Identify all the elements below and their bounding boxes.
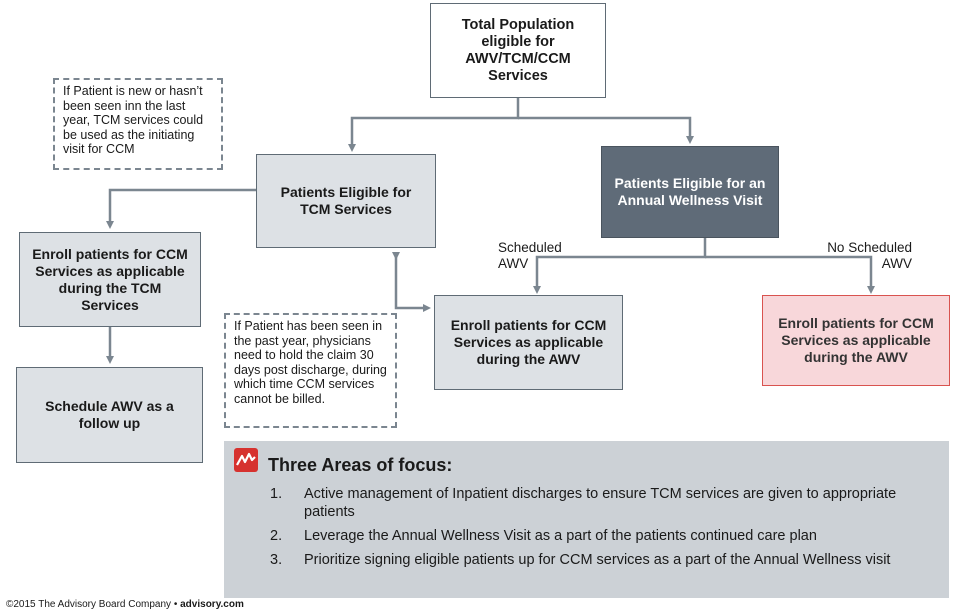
connector-total-awv [518,116,694,144]
focus-item-number: 2. [270,528,283,544]
advisory-logo-icon [234,448,258,472]
connector-awv-no-scheduled [705,255,875,294]
focus-list: 1. Active management of Inpatient dischar… [252,485,932,575]
scheduled-label-line2: AWV [498,256,529,271]
focus-item-text: Active management of Inpatient discharge… [304,486,897,520]
scheduled-awv-label: Scheduled AWV [498,240,562,272]
new-patient-note: If Patient is new or hasn’t been seen in… [53,78,223,170]
focus-item-number: 1. [270,486,283,502]
focus-item: 3. Prioritize signing eligible patients u… [252,551,932,569]
enroll-awv-scheduled-box: Enroll patients for CCM Services as appl… [434,295,623,390]
awv-eligible-box: Patients Eligible for an Annual Wellness… [601,146,779,238]
enroll-tcm-box: Enroll patients for CCM Services as appl… [19,232,201,327]
focus-item-text: Prioritize signing eligible patients up … [304,552,891,568]
schedule-awv-box: Schedule AWV as a follow up [16,367,203,463]
no-scheduled-label-line2: AWV [881,256,912,271]
connector-awv-split [533,238,707,294]
scheduled-label-line1: Scheduled [498,240,562,255]
no-scheduled-label-line1: No Scheduled [827,240,912,255]
focus-panel: Three Areas of focus: 1. Active managemen… [224,441,949,598]
tcm-eligible-box: Patients Eligible for TCM Services [256,154,436,248]
footer: ©2015 The Advisory Board Company • advis… [6,599,244,610]
connector-tcm-awv-enroll [392,252,431,312]
focus-item-text: Leverage the Annual Wellness Visit as a … [304,528,817,544]
total-population-box: Total Population eligible for AWV/TCM/CC… [430,3,606,98]
focus-item: 1. Active management of Inpatient dischar… [252,485,932,521]
focus-item: 2. Leverage the Annual Wellness Visit as … [252,527,932,545]
connector-total-split [348,98,520,152]
connector-tcm-enroll [106,188,256,229]
no-scheduled-awv-label: No Scheduled AWV [816,240,912,272]
focus-title: Three Areas of focus: [268,455,453,475]
footer-site: advisory.com [180,599,244,610]
seen-past-year-note: If Patient has been seen in the past yea… [224,313,397,428]
enroll-awv-no-scheduled-box: Enroll patients for CCM Services as appl… [762,295,950,386]
footer-copyright: ©2015 The Advisory Board Company • [6,599,181,610]
focus-item-number: 3. [270,552,283,568]
